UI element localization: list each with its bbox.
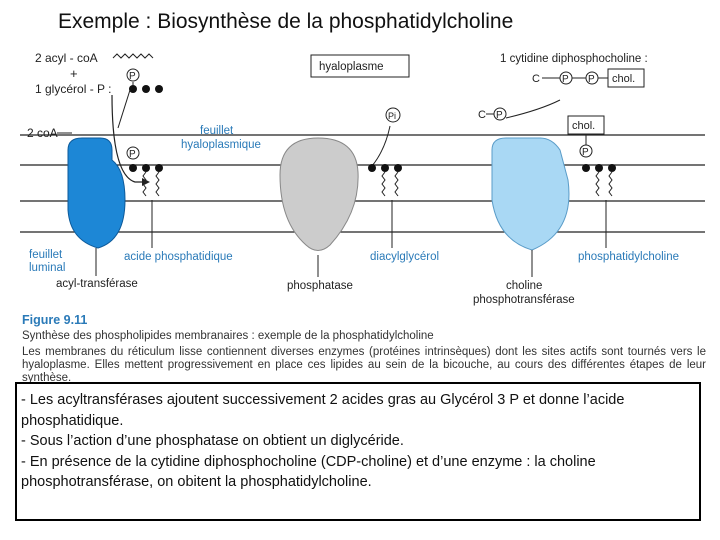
note-line-1: - Les acyltransférases ajoutent successi… bbox=[21, 392, 625, 429]
cdp-choline-label: 1 cytidine diphosphocholine : bbox=[500, 53, 648, 65]
cdp-c-letter: C bbox=[532, 73, 540, 85]
phosphate-symbol: P bbox=[129, 71, 136, 82]
enzyme1-phosphate-icon bbox=[126, 146, 140, 160]
caption-body: Les membranes du réticulum lisse contien… bbox=[22, 346, 706, 382]
caption-title: Synthèse des phospholipides membranaires… bbox=[22, 330, 434, 342]
choline-phosphotransferase-enzyme bbox=[491, 137, 570, 251]
phosphatase-enzyme bbox=[279, 137, 359, 251]
explanation-box: - Les acyltransférases ajoutent successi… bbox=[15, 382, 701, 521]
pi-icon bbox=[385, 107, 401, 123]
acide-phosphatidique-label: acide phosphatidique bbox=[124, 251, 233, 263]
pc-chol-label: chol. bbox=[572, 120, 595, 132]
choline-pt-line2: phosphotransférase bbox=[473, 294, 575, 306]
cmp-phosphate-icon bbox=[493, 107, 507, 121]
cdp-chol-box bbox=[607, 68, 645, 88]
feuillet-lum-line2: luminal bbox=[29, 262, 65, 274]
cmp-phosphate-symbol: P bbox=[496, 110, 503, 121]
choline-pt-line1: choline bbox=[506, 280, 542, 292]
cmp-c-letter: C bbox=[478, 109, 486, 121]
glycerol-dot-3 bbox=[155, 85, 163, 93]
cdp-chol-label: chol. bbox=[612, 73, 635, 85]
enzyme1-phosphate-symbol: P bbox=[129, 149, 136, 160]
cdp-phosphate-2-symbol: P bbox=[588, 74, 595, 85]
feuillet-hyalo-line1: feuillet bbox=[200, 125, 234, 137]
glycerol-p-label: 1 glycérol - P : bbox=[35, 82, 111, 96]
biosynthesis-diagram: 2 acyl - coA + P 1 glycérol - P : hyalop… bbox=[20, 51, 705, 306]
hyaloplasme-label: hyaloplasme bbox=[319, 61, 384, 73]
phosphatidylcholine-label: phosphatidylcholine bbox=[578, 251, 679, 263]
cdp-phosphate-1-symbol: P bbox=[562, 74, 569, 85]
phosphate-icon bbox=[126, 68, 140, 82]
acyl-chain-icon bbox=[112, 53, 154, 59]
membrane-lines bbox=[20, 134, 705, 233]
hyaloplasme-box bbox=[310, 54, 410, 78]
note-line-3: - En présence de la cytidine diphosphoch… bbox=[21, 453, 596, 491]
acyl-transferase-label: acyl-transférase bbox=[56, 278, 138, 290]
plus-sign: + bbox=[70, 66, 78, 81]
acyl-transferase-enzyme bbox=[67, 137, 126, 249]
glycerol-dot-2 bbox=[142, 85, 150, 93]
page-title: Exemple : Biosynthèse de la phosphatidyl… bbox=[58, 10, 514, 33]
note-line-2: - Sous l’action d’une phosphatase on obt… bbox=[21, 433, 404, 449]
pc-phosphate-icon bbox=[579, 144, 593, 158]
figure-label: Figure 9.11 bbox=[22, 313, 88, 327]
glycerol-dot-1 bbox=[129, 85, 137, 93]
coa-2-label: 2 coA bbox=[27, 126, 58, 140]
pc-phosphate-symbol: P bbox=[582, 147, 589, 158]
feuillet-lum-line1: feuillet bbox=[29, 249, 63, 261]
diacylglycerol-label: diacylglycérol bbox=[370, 251, 439, 263]
pi-label: Pi bbox=[388, 111, 396, 121]
acyl-coa-label: 2 acyl - coA bbox=[35, 51, 98, 65]
feuillet-hyalo-line2: hyaloplasmique bbox=[181, 139, 261, 151]
phosphatase-label: phosphatase bbox=[287, 280, 353, 292]
